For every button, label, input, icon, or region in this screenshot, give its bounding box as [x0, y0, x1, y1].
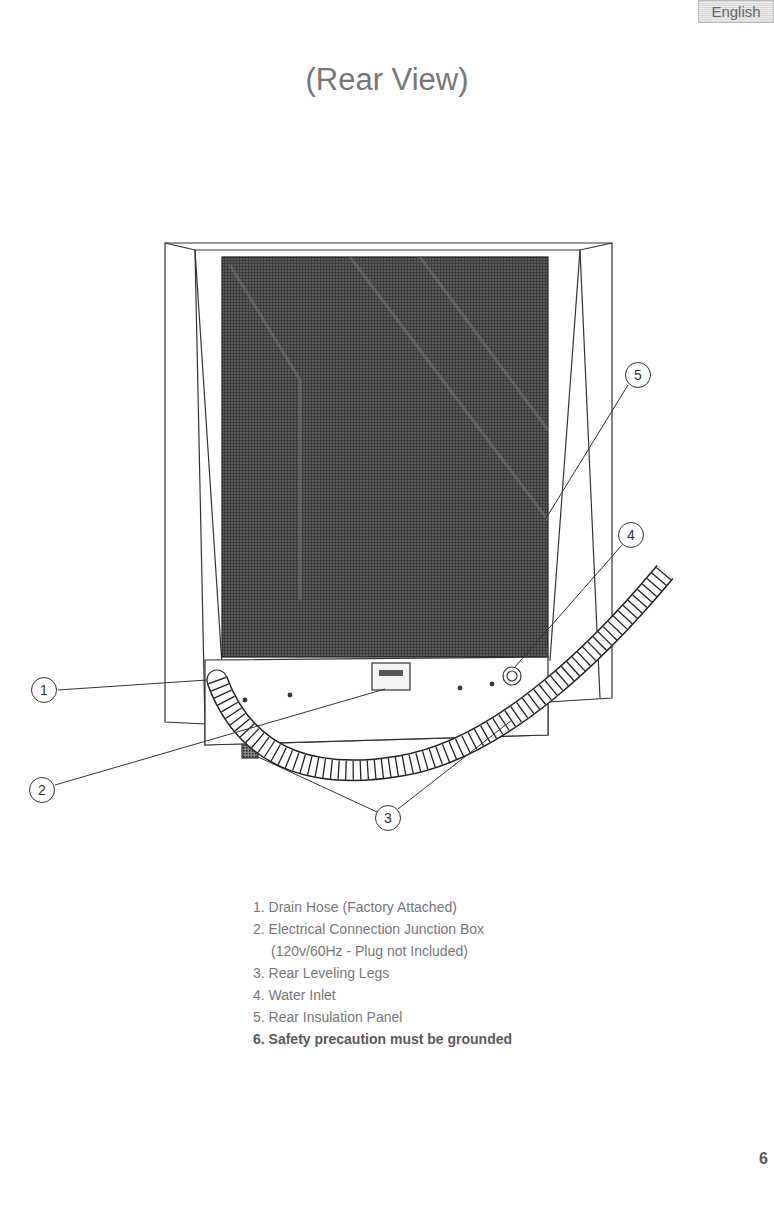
callout-number: 3: [375, 805, 401, 831]
language-label: English: [711, 3, 760, 20]
screw: [243, 698, 247, 702]
callout-number: 4: [618, 522, 644, 548]
leader-line: [55, 689, 385, 785]
callout-number: 2: [29, 777, 55, 803]
panel-frame: [195, 250, 580, 665]
frame-edge: [580, 243, 612, 250]
callout-text: 4: [627, 527, 635, 543]
side-edge: [195, 250, 205, 724]
callout-text: 2: [38, 782, 46, 798]
callout-text: 1: [40, 682, 48, 698]
part-name: 2. Electrical Connection Junction Box (1…: [253, 918, 553, 962]
insulation-mesh: [222, 257, 548, 657]
language-tab: English: [698, 0, 774, 23]
page-title: (Rear View): [0, 62, 774, 98]
callout-number: 5: [625, 362, 651, 388]
cabinet-outline: [165, 243, 612, 745]
callout-number: 1: [31, 677, 57, 703]
part-name: 5. Rear Insulation Panel: [253, 1006, 553, 1028]
water-inlet-inner: [507, 671, 517, 681]
screw: [490, 682, 494, 686]
leader-line: [256, 756, 377, 812]
junction-box-label: [379, 670, 403, 676]
page-number: 6: [759, 1150, 768, 1168]
part-name: 4. Water Inlet: [253, 984, 553, 1006]
frame-edge: [165, 243, 195, 250]
leader-line: [398, 720, 512, 809]
drain-hose-ribs: [217, 572, 665, 770]
leader-line: [58, 680, 207, 690]
safety-note: 6. Safety precaution must be grounded: [253, 1028, 553, 1050]
drain-hose-outline: [217, 572, 665, 770]
water-inlet: [503, 667, 521, 685]
drain-hose-body: [217, 572, 665, 770]
screw: [458, 686, 462, 690]
junction-box: [372, 663, 410, 690]
part-name: 1. Drain Hose (Factory Attached): [253, 896, 553, 918]
leader-line: [545, 385, 628, 520]
callout-text: 3: [384, 810, 392, 826]
part-name: 3. Rear Leveling Legs: [253, 962, 553, 984]
leader-line: [514, 545, 622, 668]
callout-text: 5: [634, 367, 642, 383]
screw: [288, 693, 292, 697]
parts-list: 1. Drain Hose (Factory Attached)2. Elect…: [253, 896, 553, 1050]
mesh-shade: [230, 257, 548, 600]
